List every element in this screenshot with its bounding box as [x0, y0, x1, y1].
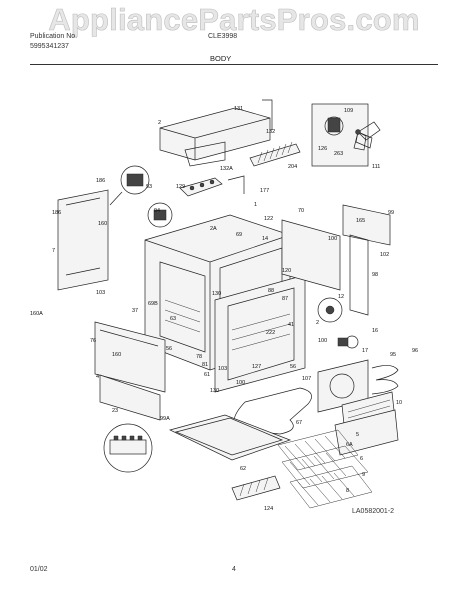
part-label: 122 [264, 216, 273, 222]
publication-label: Publication No. [30, 33, 78, 40]
part-label: 129 [176, 184, 185, 190]
model-number: CLE3998 [208, 33, 238, 40]
part-label: 132 [266, 129, 275, 135]
part-label: 130 [210, 388, 219, 394]
part-label: 99 [388, 210, 394, 216]
page-number: 4 [232, 566, 236, 573]
watermark: AppliancePartsPros.com [48, 2, 420, 38]
part-label: 1 [254, 202, 257, 208]
part-label: 7 [52, 248, 55, 254]
left-side-panel [57, 165, 173, 291]
part-label: 120 [282, 268, 291, 274]
part-label: 100 [236, 380, 245, 386]
part-label: 160 [112, 352, 121, 358]
part-label: 124 [264, 506, 273, 512]
diagram-id: LA0582001-2 [352, 508, 395, 515]
section-title: BODY [210, 54, 232, 63]
broiler-pan [334, 391, 399, 456]
part-label: 95 [390, 352, 396, 358]
part-label: 160 [98, 221, 107, 227]
part-label: 62 [240, 466, 246, 472]
part-label: 204 [288, 164, 297, 170]
rear-element [317, 297, 359, 349]
part-label: 177 [260, 188, 269, 194]
inner-door-panel [94, 321, 166, 421]
part-label: 100 [328, 236, 337, 242]
part-label: 100 [318, 338, 327, 344]
broil-element [371, 365, 399, 395]
part-label: 130 [212, 291, 221, 297]
front-frame [214, 274, 306, 393]
bottom-drip-tray [169, 414, 292, 461]
part-label: 5 [356, 432, 359, 438]
part-label: 23 [112, 408, 118, 414]
part-number-labels: 131 2 132 132A 204 109 126 263 111 93 18… [30, 106, 418, 512]
part-label: 263 [334, 151, 343, 157]
part-label: 12 [338, 294, 344, 300]
part-label: 87 [282, 296, 288, 302]
part-label: 56 [166, 346, 172, 352]
part-label: 127 [252, 364, 261, 370]
part-label: 165 [356, 218, 365, 224]
part-label: 132A [220, 166, 233, 172]
part-label: 76 [90, 338, 96, 344]
part-label: 96 [412, 348, 418, 354]
oven-racks [277, 429, 373, 509]
part-label: 2 [158, 120, 161, 126]
part-label: 93 [146, 184, 152, 190]
part-label: 41 [288, 322, 294, 328]
part-label: 61 [204, 372, 210, 378]
convection-fan-motor [311, 103, 381, 167]
part-label: 56 [290, 364, 296, 370]
part-label: 8 [346, 488, 349, 494]
part-label: 63 [170, 316, 176, 322]
part-label: 78 [196, 354, 202, 360]
part-label: 111 [372, 164, 380, 170]
part-label: 99A [160, 416, 170, 422]
part-label: 2 [316, 320, 319, 326]
part-label: 98 [372, 272, 378, 278]
part-label: 17 [362, 348, 368, 354]
part-label: 2A [210, 226, 217, 232]
part-label: 103 [96, 290, 105, 296]
part-label: 94 [154, 208, 160, 214]
part-label: 16 [372, 328, 378, 334]
part-label: 102 [380, 252, 389, 258]
top-vent-duct [159, 99, 273, 167]
publication-number: 5995341237 [30, 43, 69, 50]
part-label: 6 [360, 456, 363, 462]
part-label: 37 [132, 308, 138, 314]
part-label: 103 [218, 366, 227, 372]
part-label: 186 [96, 178, 105, 184]
header-divider [30, 64, 438, 65]
footer-date: 01/02 [30, 566, 48, 573]
part-label: 222 [266, 330, 275, 336]
part-label: 69B [148, 301, 158, 307]
part-label: 14 [262, 236, 268, 242]
part-label: 10 [396, 400, 402, 406]
part-label: 69 [236, 232, 242, 238]
terminal-block [179, 175, 245, 197]
part-label: 6A [346, 442, 353, 448]
part-label: 131 [234, 106, 243, 112]
part-label: 126 [318, 146, 327, 152]
part-label: 88 [268, 288, 274, 294]
part-label: 67 [296, 420, 302, 426]
right-side-panel [281, 204, 391, 316]
kickplate [231, 475, 281, 501]
part-label: 70 [298, 208, 304, 214]
vent-grille [249, 141, 301, 167]
part-label: 81 [202, 362, 208, 368]
switch-block [103, 423, 153, 473]
part-label: 160A [30, 311, 43, 317]
part-label: 109 [344, 108, 353, 114]
part-label: 107 [302, 376, 311, 382]
part-label: 4 [96, 374, 99, 380]
part-label: 9 [362, 472, 365, 478]
part-label: 186 [52, 210, 61, 216]
